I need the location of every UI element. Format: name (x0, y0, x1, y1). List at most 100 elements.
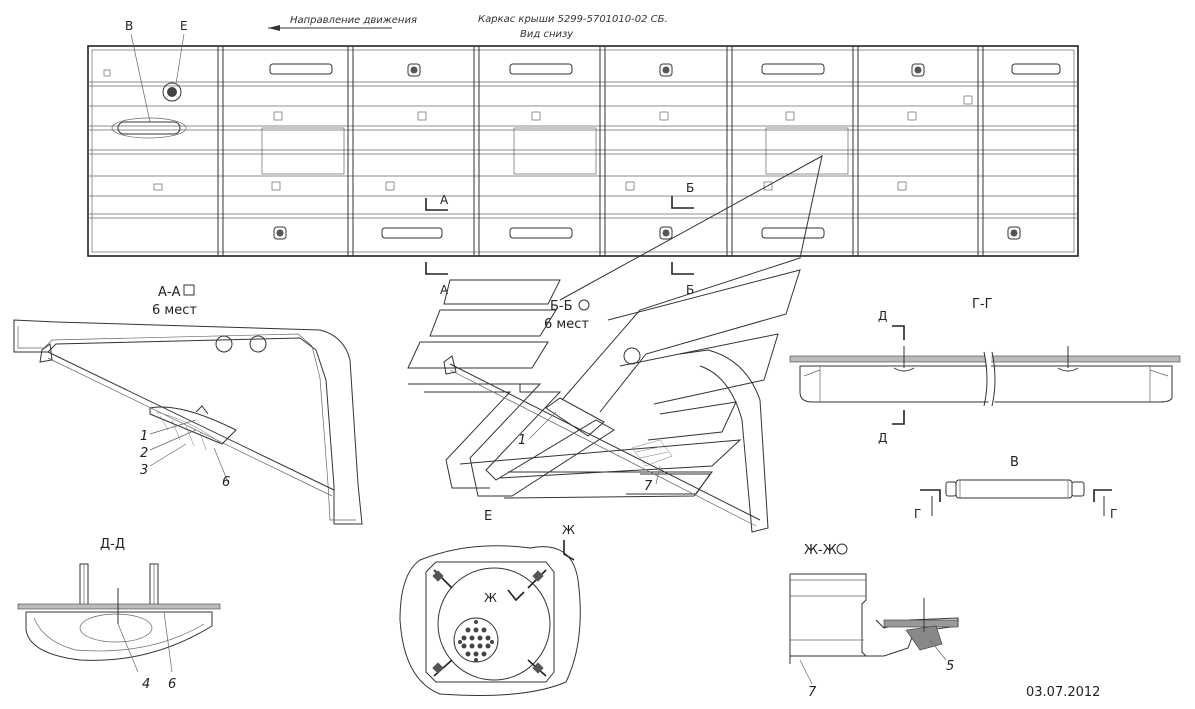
section-zhzh-title: Ж-Ж (804, 543, 837, 558)
roof-panel-line (47, 357, 333, 497)
cut-d-top-label: Д (878, 309, 887, 323)
leader-line (799, 659, 813, 685)
callout-4: 4 (142, 677, 150, 692)
stripe (443, 279, 561, 305)
hoop-profile (790, 573, 868, 657)
section-zhzh: Ж-Ж 5 7 (789, 543, 959, 700)
section-aa: А-А 6 мест 1 2 3 6 (13, 284, 363, 525)
rotation-circle-icon (578, 299, 590, 311)
drawing-date: 03.07.2012 (1026, 685, 1100, 700)
cut-g-left (920, 489, 941, 502)
cut-g-right-label: Г (1110, 507, 1117, 521)
direction-label: Направление движения (290, 15, 417, 26)
roof-panel-layer (619, 333, 779, 405)
vent-fastener (532, 662, 544, 674)
roof-panel-outline (559, 155, 823, 401)
view-e-hatch-location (162, 82, 182, 102)
roof-line (449, 363, 761, 521)
lamp-end-cap (1071, 481, 1085, 497)
callout-1: 1 (518, 433, 526, 448)
stripe (429, 309, 557, 337)
hoop-inner-line (17, 326, 356, 521)
section-dd: Д-Д 4 6 (17, 537, 221, 692)
hoop-profile (679, 349, 769, 533)
lamp-diffuser (155, 411, 223, 451)
frame-outline (87, 45, 1079, 257)
cut-d-bottom-label: Д (878, 431, 887, 445)
lamp-housing (799, 365, 1173, 403)
section-dd-title: Д-Д (100, 537, 125, 552)
clip (1057, 367, 1079, 372)
hoop-section (79, 563, 159, 604)
rotation-circle-icon (836, 543, 848, 555)
section-bb: Б-Б 6 мест 1 7 (407, 155, 823, 533)
break-gap (984, 350, 996, 410)
callout-2: 2 (140, 446, 148, 461)
lamp-body (149, 406, 237, 445)
cut-zh-top (563, 540, 575, 561)
cut-g-left-label: Г (914, 507, 921, 521)
rotation-square-icon (183, 284, 195, 296)
cut-zh-inner (507, 589, 525, 602)
callout-6: 6 (168, 677, 176, 692)
cut-b-bottom-label: Б (686, 283, 694, 297)
section-aa-count: 6 мест (152, 303, 197, 318)
roof-line (449, 369, 757, 527)
hoop-hole (623, 347, 641, 365)
lamp-section-outline (408, 383, 615, 497)
leader-line (175, 33, 185, 85)
callout-7: 7 (808, 685, 817, 700)
break-line (983, 351, 988, 407)
header: Направление движения Каркас крыши 5299-5… (268, 14, 668, 40)
roof-frame-plan-view: В Е А А Б Б (87, 19, 1079, 297)
vent-fastener (432, 570, 444, 582)
cut-d-bottom (892, 410, 905, 425)
vent-fastener (532, 570, 544, 582)
brackets (103, 69, 973, 191)
fastener (443, 355, 457, 375)
view-v-title: В (1010, 455, 1019, 470)
roof-panel-inner (599, 269, 801, 413)
lamp-section-inner (424, 391, 512, 489)
callout-3: 3 (140, 463, 148, 478)
callout-1: 1 (140, 429, 148, 444)
inner-panel (261, 127, 345, 175)
cut-line-a: А А (425, 193, 449, 297)
vent-hatch-circle (437, 567, 551, 681)
lamp-fitting (545, 397, 605, 437)
lamp-clip (195, 405, 209, 415)
stripe (407, 341, 549, 369)
vent-grilles (162, 63, 1021, 240)
transverse-members (217, 46, 984, 256)
cut-a-bottom-label: А (440, 283, 449, 297)
frame-inner-outline (91, 49, 1075, 253)
leader-line (929, 639, 947, 661)
cut-line-b: Б Б (671, 181, 694, 297)
section-bb-count: 6 мест (544, 317, 589, 332)
hoop-hole (215, 335, 233, 353)
vent-hatch-frame (425, 561, 555, 683)
callout-5: 5 (946, 659, 954, 674)
inner-panel (765, 127, 849, 175)
lamp-body (955, 479, 1073, 499)
view-e: Е Ж Ж (399, 509, 581, 696)
cut-d-top (892, 325, 905, 340)
cut-g-right (1093, 489, 1112, 502)
lamp-end-caps (803, 366, 1169, 402)
cut-b-top-label: Б (686, 181, 694, 195)
view-e-outline (399, 545, 581, 696)
clip (893, 367, 915, 372)
callout-6: 6 (222, 475, 230, 490)
lamp-sheet (647, 401, 737, 441)
leader-line (130, 33, 151, 123)
direction-arrow-icon (268, 25, 280, 31)
section-bb-title: Б-Б (550, 299, 573, 314)
vent-mesh (453, 617, 499, 663)
lamp-sheet (626, 473, 711, 495)
view-e-title: Е (484, 509, 492, 524)
cut-a-top-label: А (440, 193, 449, 207)
callout-7: 7 (644, 479, 653, 494)
vent-fastener (432, 662, 444, 674)
lamp-housing (25, 611, 213, 661)
roof-sheet (17, 603, 221, 610)
